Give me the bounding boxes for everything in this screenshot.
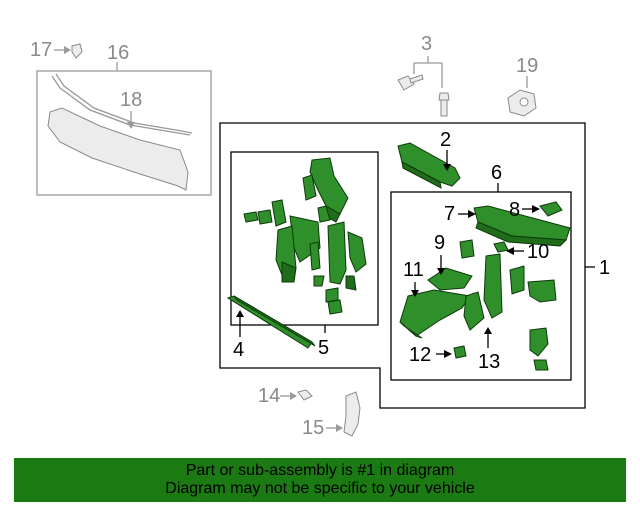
banner-line-2: Diagram may not be specific to your vehi…	[165, 480, 475, 497]
part-17-clip	[71, 43, 83, 59]
callout-18: 18	[120, 89, 142, 111]
callout-15: 15	[302, 417, 324, 439]
part-12-clip	[453, 345, 467, 359]
callout-5: 5	[318, 337, 329, 359]
subassembly-5-box	[230, 151, 379, 326]
part-3-bolts	[397, 74, 450, 117]
callout-1: 1	[599, 257, 610, 279]
assembly-1-outline	[219, 122, 586, 409]
callout-13: 13	[478, 351, 500, 373]
callout-10: 10	[527, 241, 549, 263]
part-9-bracket	[427, 239, 475, 291]
callout-2: 2	[440, 129, 451, 151]
callout-12: 12	[409, 344, 431, 366]
part-19-sensor	[507, 89, 537, 117]
part-8-bracket	[539, 201, 563, 217]
part-2-bracket	[397, 142, 461, 189]
callout-11: 11	[403, 259, 424, 281]
part-16-cover	[47, 107, 189, 191]
part-14-clip	[297, 389, 313, 401]
callout-19: 19	[516, 55, 538, 77]
subassembly-6-box	[390, 191, 572, 381]
callout-9: 9	[434, 232, 445, 254]
part-5-components	[243, 157, 367, 315]
info-banner: Part or sub-assembly is #1 in diagram Di…	[14, 458, 626, 502]
part-11-side-member	[399, 289, 471, 339]
part-15-bracket	[343, 391, 361, 437]
part-18-seal	[51, 73, 193, 136]
callout-16: 16	[107, 42, 129, 64]
callout-4: 4	[233, 339, 244, 361]
part-10-clip	[493, 241, 509, 253]
part-7-upper-member	[473, 205, 571, 247]
part-4-crossmember	[226, 295, 316, 349]
callout-7: 7	[444, 203, 455, 225]
banner-line-1: Part or sub-assembly is #1 in diagram	[185, 462, 455, 479]
part-13-pillar	[463, 253, 557, 371]
callout-17: 17	[30, 39, 52, 61]
callout-3: 3	[421, 33, 432, 55]
callout-6: 6	[491, 162, 502, 184]
callout-14: 14	[258, 385, 280, 407]
callout-8: 8	[509, 199, 520, 221]
subassembly-16-box	[36, 70, 212, 196]
